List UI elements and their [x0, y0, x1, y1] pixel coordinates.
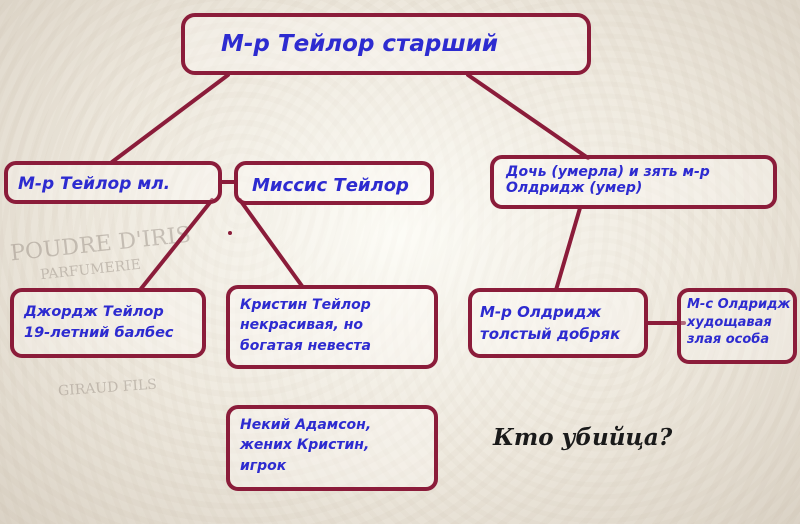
- link-couple-kristin: [238, 198, 304, 288]
- node-taylor-junior: М-р Тейлор мл.: [4, 161, 222, 204]
- node-adamson: Некий Адамсон, жених Кристин, игрок: [226, 405, 438, 491]
- link-daughter-aldridge: [554, 206, 582, 292]
- node-kristin-taylor: Кристин Тейлор некрасивая, но богатая не…: [226, 285, 438, 369]
- question-text: Кто убийца?: [493, 424, 673, 451]
- node-taylor-senior: М-р Тейлор старший: [181, 13, 591, 75]
- link-root-daughter: [466, 73, 590, 160]
- node-aldridge-junior: М-р Олдридж толстый добряк: [468, 288, 648, 358]
- node-george-taylor: Джордж Тейлор 19-летний балбес: [10, 288, 206, 358]
- link-root-son: [110, 73, 230, 164]
- link-couple-george: [138, 198, 214, 292]
- node-mrs-aldridge: М-с Олдридж худощавая злая особа: [677, 288, 797, 364]
- node-mrs-taylor: Миссис Тейлор: [234, 161, 434, 205]
- node-daughter-and-son-in-law: Дочь (умерла) и зять м-р Олдридж (умер): [490, 155, 777, 209]
- decorative-dot: [228, 231, 232, 235]
